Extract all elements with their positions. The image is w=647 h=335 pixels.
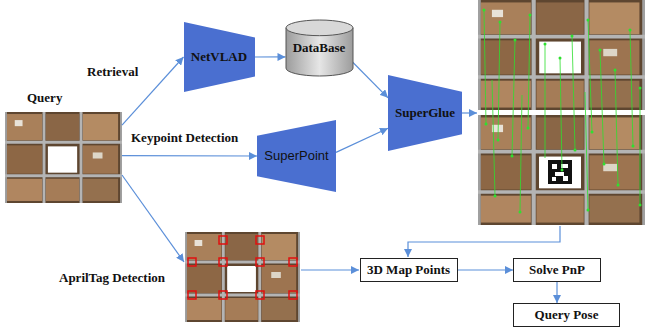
flow-wire <box>122 113 560 270</box>
process-box: 3D Map Points <box>360 258 458 282</box>
superpoint-block: SuperPoint <box>257 120 336 192</box>
flow-arrow <box>353 62 389 98</box>
match-visualization <box>478 0 645 225</box>
edge-label: Retrieval <box>86 64 139 80</box>
flow-arrow <box>255 56 286 57</box>
step-label: AprilTag Detection <box>58 270 166 286</box>
flow-arrow <box>122 155 257 157</box>
node-label: SuperGlue <box>395 105 455 121</box>
node-label: 3D Map Points <box>367 262 450 278</box>
node-label: SuperPoint <box>264 148 328 164</box>
query-photo <box>5 112 122 203</box>
process-box: Solve PnP <box>513 258 601 282</box>
edge-label: Keypoint Detection <box>130 130 239 146</box>
node-label: NetVLAD <box>191 49 247 65</box>
process-box: Query Pose <box>513 303 620 327</box>
flow-arrow <box>458 269 514 270</box>
node-label: Query <box>27 90 62 106</box>
query-node: Query <box>5 90 122 203</box>
database-cylinder: DataBase <box>286 20 353 76</box>
node-label: DataBase <box>293 40 346 56</box>
superglue-block: SuperGlue <box>388 75 462 151</box>
netvlad-block: NetVLAD <box>184 22 255 92</box>
node-label: Query Pose <box>535 307 599 323</box>
flow-arrow <box>556 282 557 303</box>
flow-arrow <box>336 128 388 152</box>
node-label: Solve PnP <box>529 262 585 278</box>
apriltag-photo <box>185 232 300 322</box>
